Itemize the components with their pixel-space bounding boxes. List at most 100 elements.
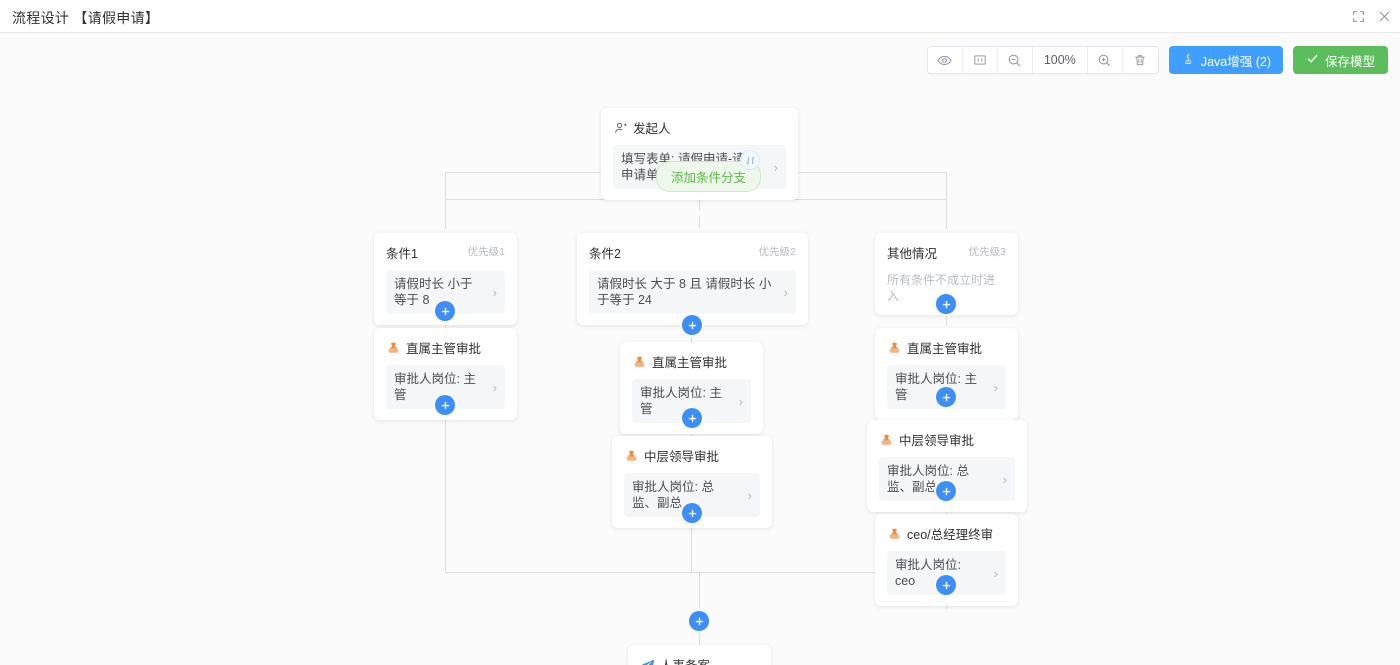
chevron-right-icon: › <box>738 393 743 409</box>
node-body[interactable]: 请假时长 大于 8 且 请假时长 小于等于 24 › <box>589 270 796 314</box>
node-end-hr-record[interactable]: 人事备案 审批人岗位: 人事 › <box>628 645 771 665</box>
zoom-in-icon[interactable] <box>1087 47 1123 73</box>
node-header: 中层领导审批 <box>624 446 760 465</box>
stamp-icon <box>887 340 902 355</box>
node-body-text: 请假时长 大于 8 且 请假时长 小于等于 24 <box>597 277 772 307</box>
node-header: 直属主管审批 <box>386 338 505 357</box>
node-header: 条件2 优先级2 <box>589 243 796 262</box>
java-icon <box>1181 52 1195 69</box>
connector-line <box>946 199 947 229</box>
node-title: 中层领导审批 <box>899 434 975 448</box>
zoom-tool-group: 100% <box>926 46 1159 74</box>
add-node-button-a1[interactable] <box>435 395 455 415</box>
node-condition-3[interactable]: 其他情况 优先级3 所有条件不成立时进入 <box>875 233 1018 315</box>
node-title: 直属主管审批 <box>406 342 482 356</box>
node-approval-c2[interactable]: 中层领导审批 审批人岗位: 总监、副总 › <box>867 420 1027 512</box>
node-body-text: 所有条件不成立时进入 <box>887 273 996 303</box>
add-node-button-cond2[interactable] <box>682 315 702 335</box>
add-node-button-cond3[interactable] <box>936 294 956 314</box>
connector-line <box>699 216 700 228</box>
connector-line <box>699 572 700 612</box>
node-header: 中层领导审批 <box>879 430 1015 449</box>
chevron-right-icon: › <box>993 565 998 581</box>
java-enhance-label: Java增强 (2) <box>1200 54 1271 69</box>
node-title: ceo/总经理终审 <box>907 528 994 542</box>
node-approval-b1[interactable]: 直属主管审批 审批人岗位: 主管 › <box>620 342 763 434</box>
chevron-right-icon: › <box>747 487 752 503</box>
node-approval-c3[interactable]: ceo/总经理终审 审批人岗位: ceo › <box>875 514 1018 606</box>
node-title: 条件1 <box>386 247 418 261</box>
node-title: 中层领导审批 <box>644 450 720 464</box>
node-approval-b2[interactable]: 中层领导审批 审批人岗位: 总监、副总 › <box>612 436 772 528</box>
chevron-right-icon: › <box>783 284 788 300</box>
java-enhance-button[interactable]: Java增强 (2) <box>1168 46 1283 74</box>
chevron-right-icon: › <box>492 284 497 300</box>
check-icon <box>1306 52 1319 68</box>
node-body-text: 审批人岗位: ceo <box>895 558 961 588</box>
expand-icon[interactable] <box>1350 8 1366 24</box>
add-node-button-merge[interactable] <box>689 611 709 631</box>
priority-label: 优先级2 <box>758 246 796 258</box>
add-node-button-b2[interactable] <box>682 503 702 523</box>
zoom-level-label: 100% <box>1033 47 1088 73</box>
send-icon <box>640 657 655 665</box>
window-controls <box>1350 8 1392 24</box>
add-node-button-c2[interactable] <box>936 481 956 501</box>
node-title: 其他情况 <box>887 247 938 261</box>
node-body-text: 审批人岗位: 总监、副总 <box>632 480 714 510</box>
connector-line <box>946 308 947 326</box>
node-body: 所有条件不成立时进入 <box>887 270 1006 304</box>
fit-screen-icon[interactable] <box>962 47 998 73</box>
node-body-text: 请假时长 小于等于 8 <box>394 277 473 307</box>
node-body-text: 审批人岗位: 主管 <box>394 372 476 402</box>
connector-line <box>445 199 446 229</box>
flow-canvas[interactable]: 发起人 填写表单: 请假申请-请假申请单 › 添加条件分支 条件1 优先级1 请… <box>0 33 1400 665</box>
stamp-icon <box>887 526 902 541</box>
node-header: 其他情况 优先级3 <box>887 243 1006 262</box>
connector-line <box>445 172 446 199</box>
node-title: 直属主管审批 <box>652 356 728 370</box>
stamp-icon <box>624 448 639 463</box>
priority-label: 优先级1 <box>467 246 505 258</box>
add-node-button-cond1[interactable] <box>435 301 455 321</box>
zoom-out-icon[interactable] <box>997 47 1033 73</box>
save-model-label: 保存模型 <box>1324 54 1375 69</box>
node-body-text: 审批人岗位: 主管 <box>640 386 722 416</box>
trash-icon[interactable] <box>1122 47 1158 73</box>
connector-line <box>946 172 947 199</box>
stamp-icon <box>879 432 894 447</box>
add-node-button-c1[interactable] <box>936 387 956 407</box>
node-header: ceo/总经理终审 <box>887 524 1006 543</box>
window-titlebar: 流程设计 【请假申请】 <box>0 0 1400 33</box>
save-model-button[interactable]: 保存模型 <box>1292 46 1388 74</box>
node-body-text: 审批人岗位: 总监、副总 <box>887 464 969 494</box>
add-node-button-c3[interactable] <box>936 575 956 595</box>
node-header: 发起人 <box>613 118 786 137</box>
node-body-text: 审批人岗位: 主管 <box>895 372 977 402</box>
node-header: 人事备案 <box>640 655 759 665</box>
node-title: 发起人 <box>633 122 671 136</box>
chevron-right-icon: › <box>773 159 778 175</box>
priority-label: 优先级3 <box>968 246 1006 258</box>
eye-icon[interactable] <box>927 47 963 73</box>
node-header: 直属主管审批 <box>632 352 751 371</box>
connector-line <box>691 517 692 572</box>
close-icon[interactable] <box>1376 8 1392 24</box>
node-title: 直属主管审批 <box>907 342 983 356</box>
chevron-right-icon: › <box>993 379 998 395</box>
node-title: 条件2 <box>589 247 621 261</box>
connector-line <box>445 572 947 573</box>
user-add-icon <box>613 120 628 135</box>
add-node-button-b1[interactable] <box>682 408 702 428</box>
chevron-right-icon: › <box>492 379 497 395</box>
connector-line <box>445 409 446 572</box>
node-header: 条件1 优先级1 <box>386 243 505 262</box>
stamp-icon <box>386 340 401 355</box>
chevron-right-icon: › <box>1002 471 1007 487</box>
node-condition-2[interactable]: 条件2 优先级2 请假时长 大于 8 且 请假时长 小于等于 24 › <box>577 233 808 325</box>
node-header: 直属主管审批 <box>887 338 1006 357</box>
swap-icon[interactable] <box>740 150 760 170</box>
page-title: 流程设计 【请假申请】 <box>12 10 160 26</box>
canvas-toolbar: 100% Java增强 (2) 保存模 <box>926 46 1388 74</box>
node-title: 人事备案 <box>660 655 710 665</box>
